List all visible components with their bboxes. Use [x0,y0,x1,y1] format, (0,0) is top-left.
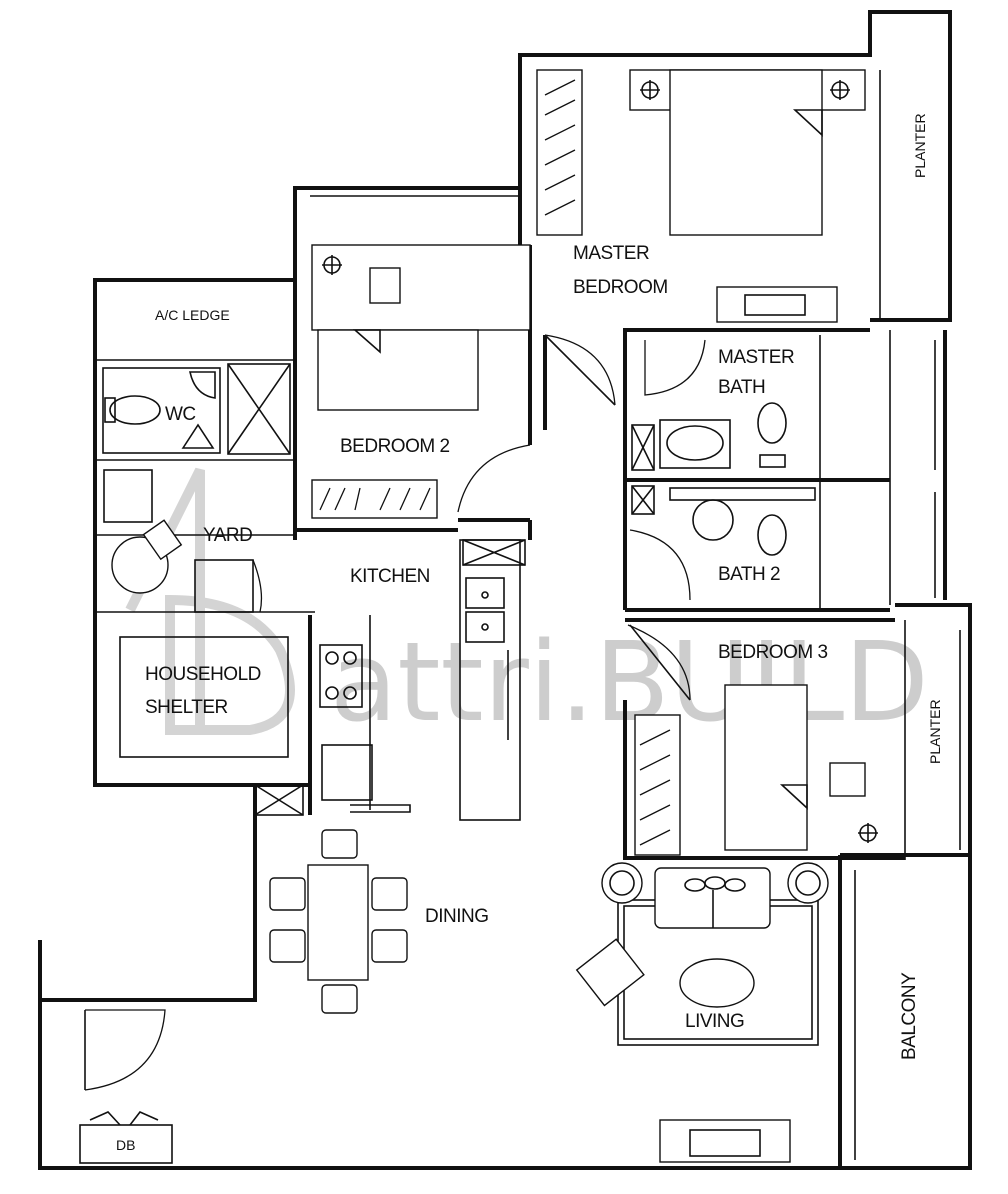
label-kitchen: KITCHEN [350,566,430,587]
label-planter-right: PLANTER [927,699,943,764]
windows [310,70,961,850]
walls [38,10,972,1170]
label-living: LIVING [685,1011,744,1032]
watermark-logo-icon [125,467,295,735]
service-area-furniture [102,363,304,816]
label-yard: YARD [203,525,252,546]
master-bedroom-furniture [536,69,866,406]
label-master-bath-2: BATH [718,377,765,398]
watermark-text: attri.BUILD [330,618,929,746]
entrance [79,1009,173,1164]
label-master-bath-1: MASTER [718,347,794,368]
dining-set [269,829,408,1014]
label-db: DB [116,1137,135,1153]
label-dining: DINING [425,906,489,927]
bathroom-fixtures [629,339,816,601]
label-bedroom-3: BEDROOM 3 [718,642,828,663]
living-furniture [575,862,829,1046]
label-ac-ledge: A/C LEDGE [155,307,230,323]
bedroom-2-furniture [311,244,531,519]
label-shelter: SHELTER [145,697,228,718]
kitchen-fixtures [319,539,526,813]
label-household: HOUSEHOLD [145,664,261,685]
label-master-bedroom-1: MASTER [573,243,649,264]
watermark: attri.BUILD [125,467,929,746]
label-wc: WC [165,404,196,425]
bedroom-3-furniture [627,624,878,856]
label-bath-2: BATH 2 [718,564,780,585]
label-planter-top: PLANTER [912,113,928,178]
label-bedroom-2: BEDROOM 2 [340,436,450,457]
label-master-bedroom-2: BEDROOM [573,277,668,298]
label-balcony: BALCONY [899,972,920,1060]
room-labels: A/C LEDGE WC YARD HOUSEHOLD SHELTER BEDR… [116,113,943,1153]
